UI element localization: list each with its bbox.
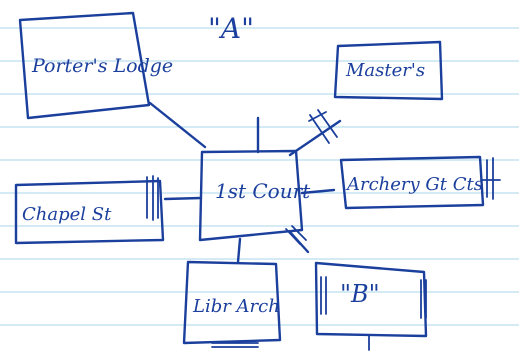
node-chapel-st: Chapel St [14,179,165,245]
node-archery: Archery Gt Cts [339,155,485,210]
porters-lodge-label: Porter's Lodge [31,55,173,77]
b-court-label: "B" [340,280,380,308]
library-arch-label: Libr Arch [192,296,280,317]
chapel-st-label: Chapel St [22,204,112,225]
node-b-court: "B" [314,261,428,338]
node-masters: Master's [333,40,444,101]
notebook-rule-lines [0,27,519,326]
node-library-arch: Libr Arch [182,260,282,345]
node-first-court: 1st Court [198,149,311,242]
node-porters-lodge: Porter's Lodge [18,11,173,120]
first-court-label: 1st Court [215,179,311,203]
masters-label: Master's [345,60,425,81]
diagram-title: "A" [208,12,254,45]
archery-label: Archery Gt Cts [345,174,483,195]
